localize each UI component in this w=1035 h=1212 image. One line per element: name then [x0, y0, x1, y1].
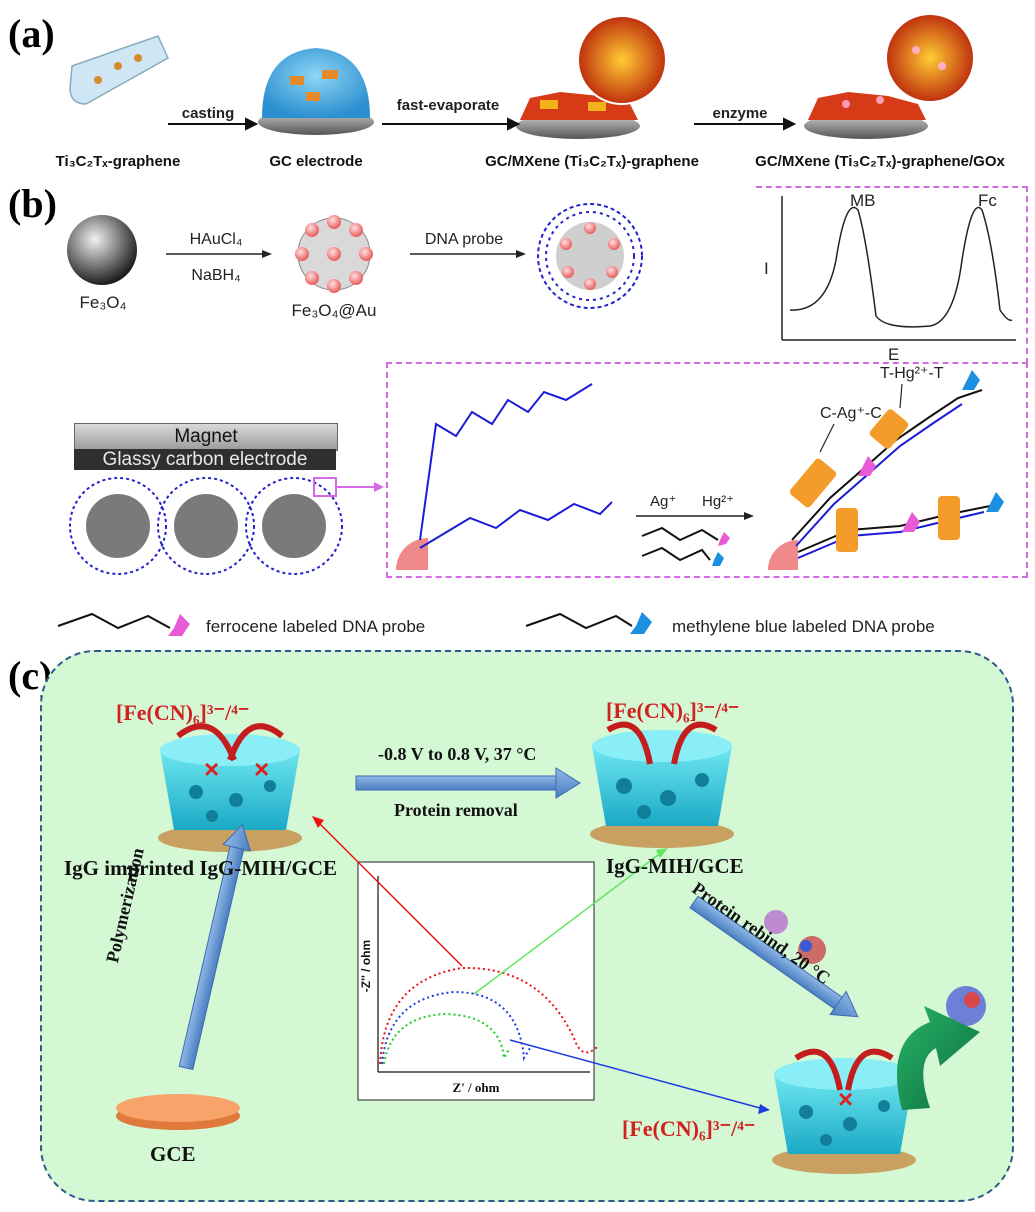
- gce-disk-icon: [116, 1094, 240, 1130]
- caption-gce: GCE: [150, 1142, 196, 1166]
- caption-mxene-graphene-gox: GC/MXene (Ti₃C₂Tₓ)-graphene/GOx: [755, 153, 1005, 170]
- caption-mih: IgG-MIH/GCE: [606, 854, 744, 878]
- methylene-blue-star-icon: [712, 552, 724, 566]
- panel-a-scheme: casting fast-evaporate enzyme Ti₃C₂Tₓ-gr…: [56, 13, 1005, 170]
- label-t-hg-t: T-Hg²⁺-T: [880, 365, 944, 382]
- green-release-arrow: [896, 1006, 980, 1110]
- reagent-haucl4: HAuCl₄: [190, 231, 243, 248]
- svg-text:×: ×: [254, 754, 269, 784]
- legend-ferrocene-label: ferrocene labeled DNA probe: [206, 617, 425, 636]
- label-ag-ion: Ag⁺: [650, 493, 676, 510]
- immobilized-particles-icon: [69, 477, 384, 575]
- dashed-box-connector: [386, 362, 760, 364]
- arrow-label-fast-evaporate: fast-evaporate: [397, 97, 500, 114]
- protein-removal-arrow: [355, 767, 581, 799]
- protein-molecule-icon: [764, 910, 986, 1026]
- voltammogram-plot: MB Fc I E: [764, 191, 1016, 364]
- x-axis-label: E: [888, 345, 899, 364]
- caption-mxene-graphene: GC/MXene (Ti₃C₂Tₓ)-graphene: [485, 153, 699, 170]
- label-hg-ion: Hg²⁺: [702, 493, 734, 510]
- protein-rebind-arrow: [689, 895, 859, 1018]
- reagent-nabh4: NaBH₄: [191, 267, 240, 284]
- label-fe3o4-au: Fe₃O₄@Au: [292, 301, 377, 320]
- svg-text:×: ×: [838, 1084, 853, 1114]
- legend-ferrocene-star-icon: [168, 614, 190, 636]
- panel-a-label: (a): [8, 11, 55, 56]
- gox-electrode-icon: [804, 13, 975, 139]
- panel-b-scheme: Fe₃O₄ HAuCl₄ NaBH₄ Fe₃O₄@Au DNA probe MB…: [57, 191, 1016, 636]
- caption-ti3c2tx-graphene: Ti₃C₂Tₓ-graphene: [56, 153, 181, 170]
- arrow-label-casting: casting: [182, 105, 235, 122]
- y-axis-label: I: [764, 259, 769, 278]
- caption-imprinted: IgG imprinted IgG-MIH/GCE: [64, 856, 338, 880]
- formula-top-left: [Fe(CN)₆]³⁻/⁴⁻: [116, 700, 250, 725]
- tube-icon: [69, 35, 169, 105]
- caption-gc-electrode: GC electrode: [269, 153, 362, 170]
- formula-top-right: [Fe(CN)₆]³⁻/⁴⁻: [606, 698, 740, 723]
- condition-protein-removal: Protein removal: [394, 800, 518, 820]
- glassy-carbon-electrode-bar: Glassy carbon electrode: [74, 449, 336, 470]
- arrow-label-enzyme: enzyme: [712, 105, 767, 122]
- legend-methylene-blue-star-icon: [630, 612, 652, 634]
- fe3o4-sphere-icon: [67, 215, 137, 285]
- panel-b-label: (b): [8, 181, 57, 226]
- ferrocene-star-icon: [718, 532, 730, 546]
- dna-strands-detail: [396, 383, 613, 570]
- dna-coated-particle-icon: [537, 203, 643, 309]
- condition-voltage: -0.8 V to 0.8 V, 37 °C: [378, 744, 537, 764]
- imprinted-hydrogel-icon: × ×: [158, 723, 302, 852]
- label-dna-probe: DNA probe: [425, 231, 503, 248]
- fe3o4-au-particle-icon: [295, 215, 373, 293]
- legend-methylene-blue-label: methylene blue labeled DNA probe: [672, 617, 935, 636]
- polymerization-arrow: [178, 823, 252, 1071]
- label-c-ag-c: C-Ag⁺-C: [820, 405, 882, 422]
- mih-hydrogel-icon: [590, 721, 734, 848]
- peak-label-mb: MB: [850, 191, 876, 210]
- label-fe3o4: Fe₃O₄: [80, 293, 127, 312]
- peak-label-fc: Fc: [978, 191, 997, 210]
- mxene-electrode-icon: [516, 15, 667, 139]
- magnet-bar: Magnet: [74, 423, 338, 451]
- hybridized-duplex-detail: [768, 370, 1004, 570]
- formula-bottom-right: [Fe(CN)₆]³⁻/⁴⁻: [622, 1116, 756, 1141]
- eis-y-axis-label: -Z'' / ohm: [359, 940, 373, 992]
- dashed-box-voltammogram: [756, 186, 1028, 364]
- gc-electrode-icon: [258, 48, 374, 135]
- eis-x-axis-label: Z' / ohm: [453, 1080, 500, 1095]
- svg-text:×: ×: [204, 754, 219, 784]
- rebound-hydrogel-icon: ×: [772, 1048, 916, 1174]
